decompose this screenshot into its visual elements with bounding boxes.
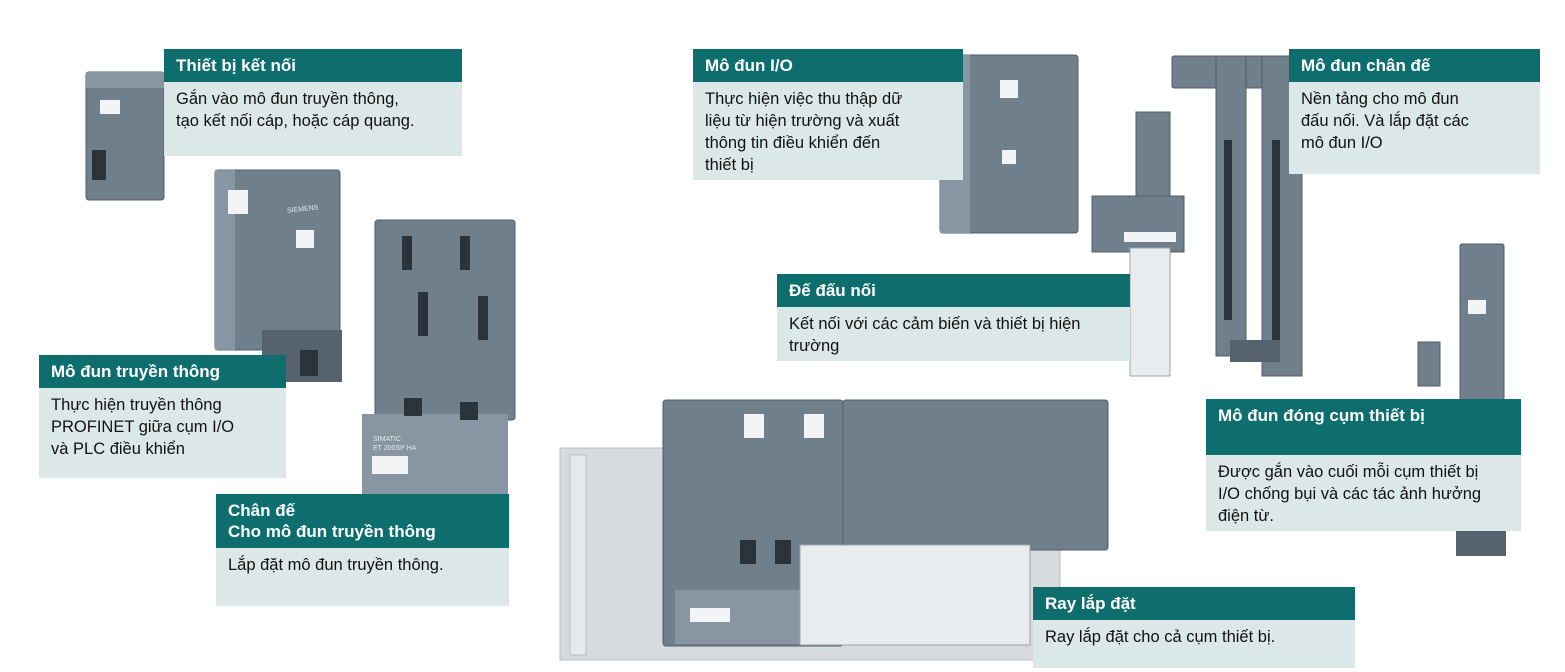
connection-device-text: Gắn vào mô đun truyền thông, tạo kết nối… <box>164 82 462 156</box>
base-module-title: Mô đun chân đế <box>1289 49 1540 82</box>
callout-base-module: Mô đun chân đế Nền tảng cho mô đun đấu n… <box>1289 49 1540 174</box>
mounting-rail-title: Ray lắp đặt <box>1033 587 1355 620</box>
terminal-base-line: Kết nối với các cảm biến và thiết bị hiệ… <box>789 315 1081 333</box>
connection-device-title: Thiết bị kết nối <box>164 49 462 82</box>
comm-module-title: Mô đun truyền thông <box>39 355 286 388</box>
base-module-line: mô đun I/O <box>1301 134 1383 152</box>
callout-mounting-rail: Ray lắp đặt Ray lắp đặt cho cả cụm thiết… <box>1033 587 1355 668</box>
callout-terminal-base: Đế đấu nối Kết nối với các cảm biến và t… <box>777 274 1130 361</box>
terminal-base-line: trường <box>789 337 840 355</box>
terminal-base-image <box>1091 111 1185 377</box>
comm-base-title-line: Chân đế <box>228 501 296 520</box>
comm-module-line: PROFINET giữa cụm I/O <box>51 418 235 436</box>
io-module-line: thiết bị <box>705 156 754 174</box>
comm-base-text: Lắp đặt mô đun truyền thông. <box>216 548 509 606</box>
end-module-line: Được gắn vào cuối mỗi cụm thiết bị <box>1218 463 1479 481</box>
connection-device-line: Gắn vào mô đun truyền thông, <box>176 90 399 108</box>
comm-module-text: Thực hiện truyền thông PROFINET giữa cụm… <box>39 388 286 478</box>
io-module-title: Mô đun I/O <box>693 49 963 82</box>
callout-comm-base: Chân đế Cho mô đun truyền thông Lắp đặt … <box>216 494 509 606</box>
mounting-rail-text: Ray lắp đặt cho cả cụm thiết bị. <box>1033 620 1355 668</box>
comm-base-title-line: Cho mô đun truyền thông <box>228 522 436 541</box>
device-series-label: ET 200SP HA <box>373 445 417 452</box>
io-module-line: liệu từ hiện trường và xuất <box>705 112 900 130</box>
callout-comm-module: Mô đun truyền thông Thực hiện truyền thô… <box>39 355 286 478</box>
device-product-label: SIMATIC <box>373 436 401 443</box>
base-module-text: Nền tảng cho mô đun đấu nối. Và lắp đặt … <box>1289 82 1540 174</box>
io-module-text: Thực hiện việc thu thập dữ liệu từ hiện … <box>693 82 963 180</box>
base-module-line: đấu nối. Và lắp đặt các <box>1301 112 1469 130</box>
io-module-line: thông tin điều khiển đến <box>705 134 881 152</box>
connection-device-image <box>85 71 165 201</box>
comm-module-line: Thực hiện truyền thông <box>51 396 222 414</box>
comm-base-line: Lắp đặt mô đun truyền thông. <box>228 556 444 574</box>
base-module-line: Nền tảng cho mô đun <box>1301 90 1459 108</box>
callout-end-module: Mô đun đóng cụm thiết bị Được gắn vào cu… <box>1206 399 1521 531</box>
end-module-line: I/O chống bụi và các tác ảnh hưởng <box>1218 485 1482 503</box>
comm-base-image <box>362 219 516 498</box>
base-module-image <box>1171 55 1303 377</box>
mounting-rail-line: Ray lắp đặt cho cả cụm thiết bị. <box>1045 628 1276 646</box>
comm-module-line: và PLC điều khiển <box>51 440 185 458</box>
terminal-base-text: Kết nối với các cảm biến và thiết bị hiệ… <box>777 307 1130 361</box>
end-module-line: điện từ. <box>1218 507 1274 525</box>
callout-connection-device: Thiết bị kết nối Gắn vào mô đun truyền t… <box>164 49 462 156</box>
end-module-title: Mô đun đóng cụm thiết bị <box>1206 399 1521 455</box>
comm-module-image <box>214 169 342 382</box>
end-module-text: Được gắn vào cuối mỗi cụm thiết bị I/O c… <box>1206 455 1521 531</box>
terminal-base-title: Đế đấu nối <box>777 274 1130 307</box>
assembly-image <box>559 399 1109 661</box>
callout-io-module: Mô đun I/O Thực hiện việc thu thập dữ li… <box>693 49 963 180</box>
comm-base-title: Chân đế Cho mô đun truyền thông <box>216 494 509 548</box>
io-module-line: Thực hiện việc thu thập dữ <box>705 90 903 108</box>
connection-device-line: tạo kết nối cáp, hoặc cáp quang. <box>176 112 415 130</box>
